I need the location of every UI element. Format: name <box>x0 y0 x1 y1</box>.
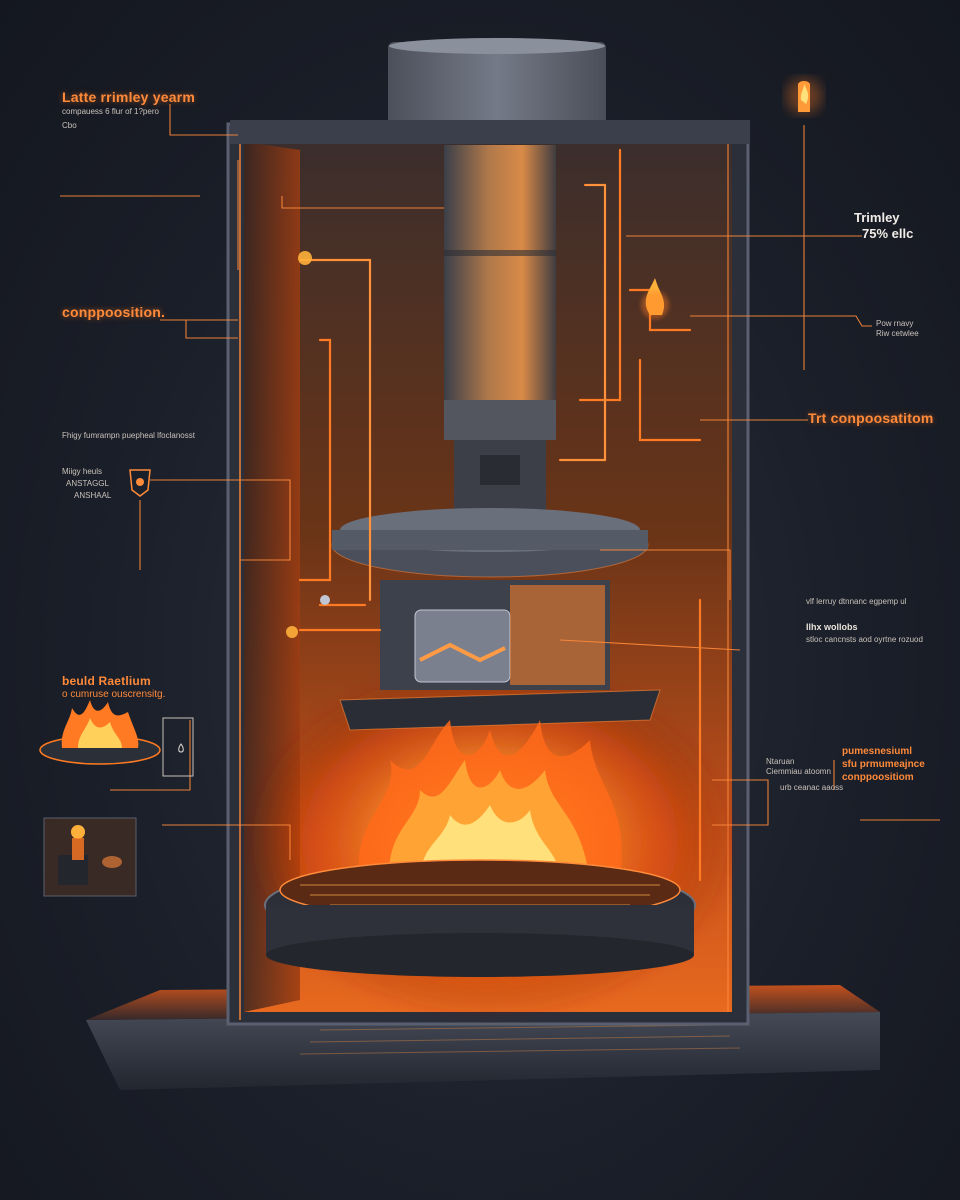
left-footnote: Fhigy fumrampn puepheal lfoclanosst <box>62 431 195 440</box>
right-paragraph-footer: vlf lerruy dtnnanc egpemp ul <box>806 597 907 606</box>
right-sub-text: stloc cancnsts aod oyrtne rozuod <box>806 635 923 644</box>
fire-subtitle: o cumruse ouscrensitg. <box>62 689 166 700</box>
left-section-title: conppoosition. <box>62 304 166 320</box>
fire-title: beuld Raetlium <box>62 674 151 688</box>
heat-exchanger-side-glow <box>510 585 605 685</box>
right-top-note-1: Pow rnavy <box>876 319 914 328</box>
floor-grid <box>299 1024 741 1055</box>
valve-glow-1 <box>298 251 312 265</box>
left-icon-caption-3: ANSHAAL <box>74 491 112 500</box>
callout-lines <box>60 104 940 860</box>
right-sub-title: Ilhx wollobs <box>806 622 858 632</box>
top-left-line2: Cbo <box>62 121 77 130</box>
right-top-value: 75% ellc <box>862 226 914 241</box>
top-left-subtitle: compauess 6 flur of 1?pero <box>62 107 159 116</box>
column-seam <box>444 250 556 256</box>
indicator-icon <box>162 717 194 777</box>
housing-top-plate <box>230 120 750 144</box>
heater-bulb-icon <box>129 469 151 497</box>
upper-grate <box>339 689 661 731</box>
right-lower-orange-3: conppoositiom <box>842 772 914 783</box>
column-collar <box>444 400 556 440</box>
fire-pit-icon <box>39 700 161 765</box>
right-top-title: Trimley <box>854 210 900 225</box>
left-icon-caption-1: Miigy heuls <box>62 467 103 476</box>
valve-knob <box>320 595 330 605</box>
central-column <box>444 145 556 435</box>
right-top-note-2: Riw cetwlee <box>876 329 919 338</box>
chimney-cap-top <box>389 38 605 54</box>
right-lower-left-3: urb ceanac aaoss <box>780 783 844 792</box>
right-lower-left-1: Ntaruan <box>766 757 795 766</box>
left-icon-caption-2: ANSTAGGL <box>66 479 109 488</box>
top-left-title: Latte rrimley yearm <box>62 89 195 105</box>
right-lower-left-2: Ciemmiau atoomn <box>766 767 831 776</box>
blower-motor <box>480 455 520 485</box>
collar-ring-band <box>332 530 648 550</box>
floor-plinth <box>86 1012 880 1090</box>
heat-exchanger-glow <box>419 642 506 663</box>
flame-icon <box>786 78 822 114</box>
valve-glow-2 <box>286 626 298 638</box>
heat-exchanger-panel <box>414 609 511 683</box>
heater-thumbnail-icon <box>43 817 137 897</box>
right-lower-orange-2: sfu prmumeajnce <box>842 759 925 770</box>
right-lower-orange-1: pumesnesiuml <box>842 746 913 757</box>
burner-body-bottom <box>266 933 694 977</box>
pipe-highlights <box>300 184 606 600</box>
chimney-cap <box>388 42 606 130</box>
small-flame-upper <box>641 278 669 319</box>
right-section-title: Trt conpoosatitom <box>808 410 934 426</box>
